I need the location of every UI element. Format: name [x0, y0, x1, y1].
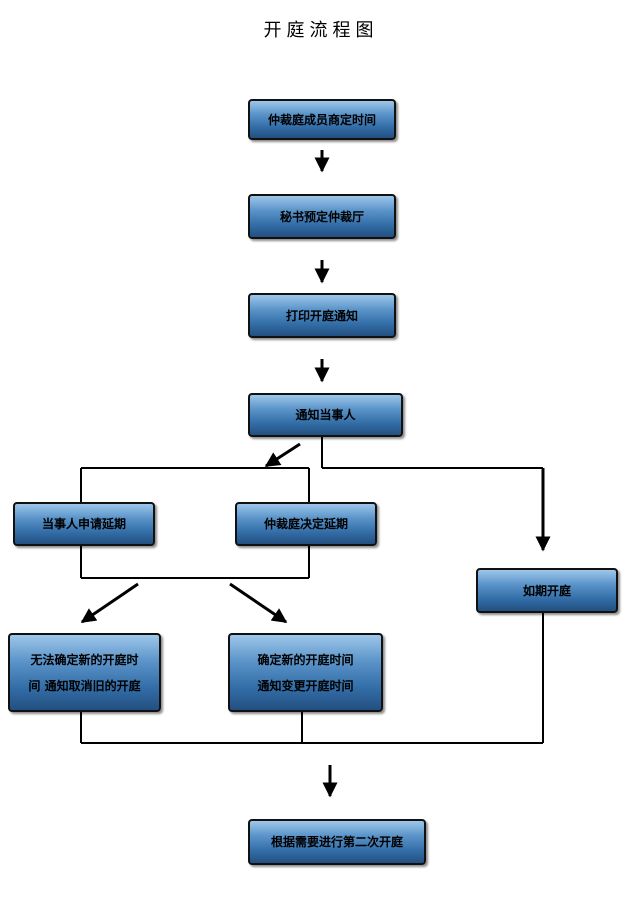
node-label: 仲裁庭决定延期 [263, 517, 348, 531]
node-second-hearing: 根据需要进行第二次开庭 [248, 819, 426, 865]
node-label: 秘书预定仲裁厅 [279, 209, 364, 224]
node-label-line-1: 确定新的开庭时间 [257, 652, 354, 667]
node-secretary-books-room: 秘书预定仲裁厅 [248, 194, 396, 239]
page-title: 开庭流程图 [263, 20, 379, 41]
node-new-time-set: 确定新的开庭时间 通知变更开庭时间 [228, 633, 383, 712]
node-cannot-set-new-time: 无法确定新的开庭时 间 通知取消旧的开庭 [8, 633, 161, 712]
arrow-to-new-time [229, 582, 288, 624]
node-label-group: 确定新的开庭时间 通知变更开庭时间 [257, 647, 353, 699]
node-label-line-2: 通知变更开庭时间 [257, 678, 354, 693]
node-label: 仲裁庭成员商定时间 [267, 112, 376, 127]
arrow-to-delay-branch [264, 442, 301, 468]
node-hearing-as-scheduled: 如期开庭 [476, 568, 618, 613]
node-label: 通知当事人 [295, 408, 356, 422]
node-label: 如期开庭 [522, 583, 571, 598]
node-label: 打印开庭通知 [285, 308, 358, 323]
node-arbitrators-set-time: 仲裁庭成员商定时间 [248, 99, 396, 140]
node-label: 当事人申请延期 [41, 517, 126, 531]
node-label: 根据需要进行第二次开庭 [270, 835, 403, 849]
node-tribunal-decides-delay: 仲裁庭决定延期 [235, 502, 377, 546]
arrow-to-cannot-set [80, 582, 139, 624]
node-party-requests-delay: 当事人申请延期 [13, 502, 155, 546]
node-label-group: 无法确定新的开庭时 间 通知取消旧的开庭 [28, 647, 140, 699]
node-notify-parties: 通知当事人 [248, 393, 403, 437]
node-label-line-1: 无法确定新的开庭时 [30, 652, 139, 667]
node-label-line-2: 间 通知取消旧的开庭 [28, 678, 141, 693]
node-print-notice: 打印开庭通知 [248, 293, 396, 338]
